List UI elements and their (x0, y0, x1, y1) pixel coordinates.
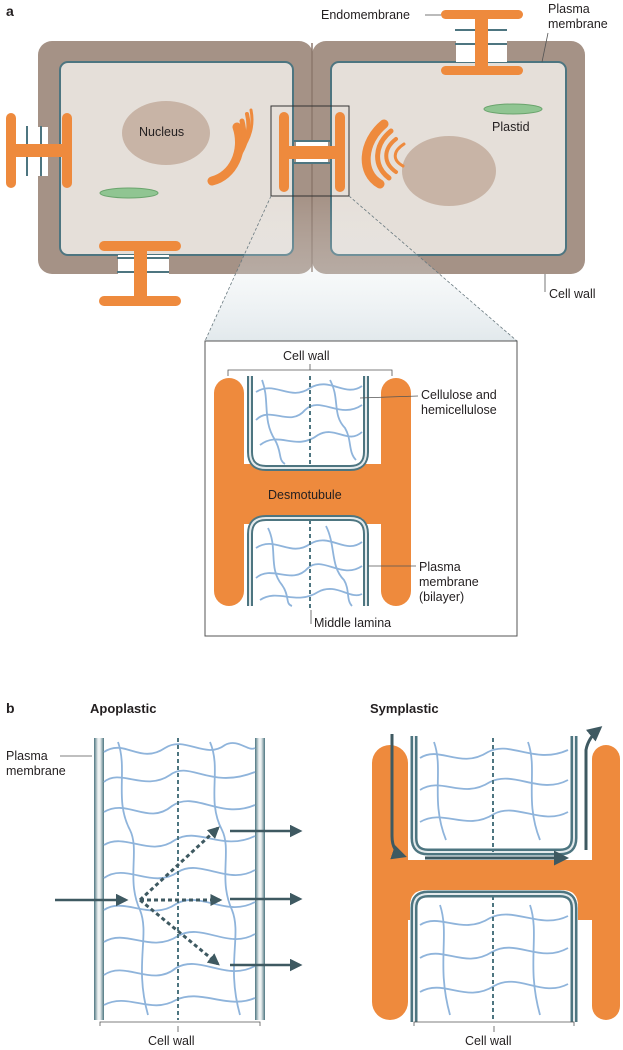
nucleus-left (122, 101, 210, 165)
plasmodesma-top (441, 10, 523, 75)
apo-cell-wall-label: Cell wall (148, 1034, 195, 1048)
inset-pm-label-2: membrane (419, 575, 479, 589)
apoplastic-arrows (55, 824, 303, 972)
middle-lamina-label: Middle lamina (314, 616, 391, 630)
plastid-right (483, 103, 543, 115)
plasmodesma-bottom (99, 241, 181, 306)
sym-cell-wall-label: Cell wall (465, 1034, 512, 1048)
cell-wall-label-a: Cell wall (549, 287, 596, 301)
cellulose-label-2: hemicellulose (421, 403, 497, 417)
apo-cell-wall-bracket (99, 1021, 261, 1026)
apo-pm-label-1: Plasma (6, 749, 48, 763)
symplastic-diagram (372, 736, 620, 1022)
endomembrane-label: Endomembrane (321, 8, 410, 22)
inset-detail (204, 340, 518, 637)
panel-b-letter: b (6, 700, 15, 716)
desmotubule-label: Desmotubule (268, 488, 342, 502)
plastid-left (99, 187, 159, 199)
sym-cell-wall-bracket (413, 1021, 575, 1026)
symplastic-title: Symplastic (370, 701, 439, 716)
nucleus-right (402, 136, 496, 206)
cellulose-label-1: Cellulose and (421, 388, 497, 402)
cellulose-leader (359, 395, 419, 399)
golgi-right (361, 119, 406, 189)
plasma-membrane-label-1: Plasma (548, 2, 590, 16)
plasma-membrane-label-2: membrane (548, 17, 608, 31)
plastid-label: Plastid (492, 120, 530, 134)
apoplastic-title: Apoplastic (90, 701, 156, 716)
symplastic-arrows (390, 726, 603, 866)
plasma-membrane-leader (541, 32, 549, 63)
apo-pm-label-2: membrane (6, 764, 66, 778)
plasmodesma-middle (279, 112, 345, 192)
apoplastic-wall (94, 738, 265, 1020)
inset-cell-wall-label: Cell wall (283, 349, 330, 363)
zoom-projection (205, 196, 517, 341)
inset-pm-label-3: (bilayer) (419, 590, 464, 604)
panel-a-letter: a (6, 3, 14, 19)
inset-pm-label-1: Plasma (419, 560, 461, 574)
plasmodesma-left (6, 113, 72, 188)
nucleus-label: Nucleus (139, 125, 184, 139)
golgi-left (207, 108, 254, 186)
